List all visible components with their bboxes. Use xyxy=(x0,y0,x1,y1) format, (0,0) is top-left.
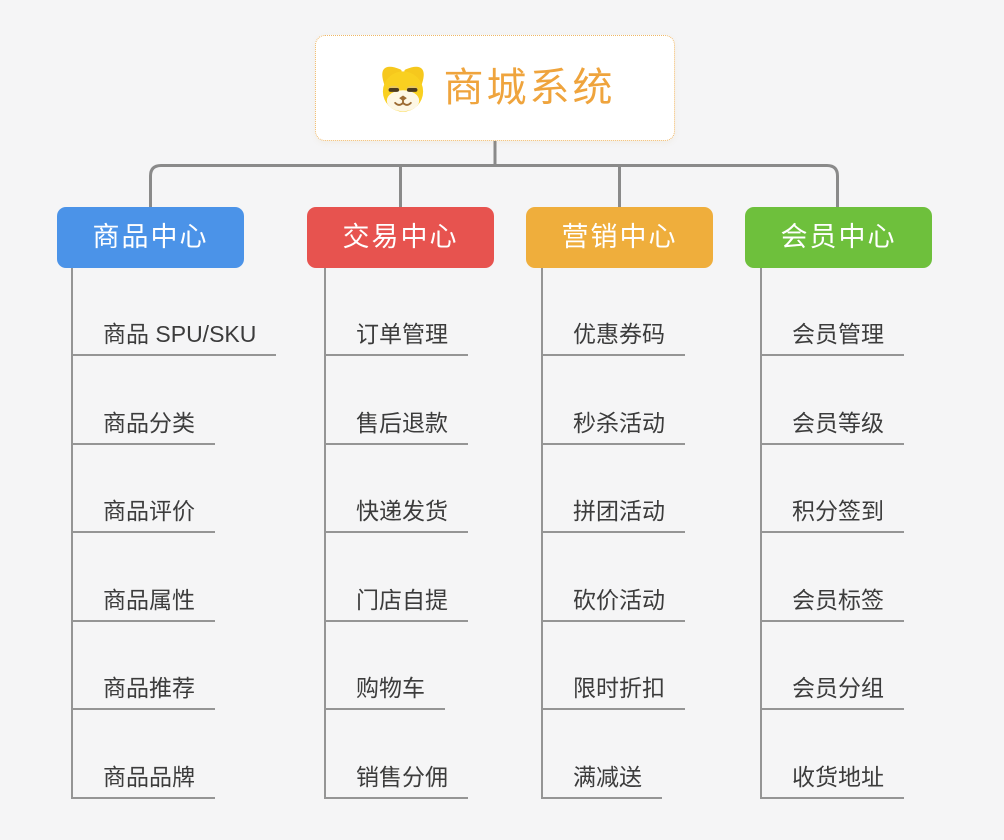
branch-label: 营销中心 xyxy=(561,222,678,252)
leaf-node[interactable]: 会员标签 xyxy=(760,533,904,622)
leaf-node[interactable]: 订单管理 xyxy=(324,268,468,356)
leaf-node[interactable]: 优惠券码 xyxy=(541,268,685,356)
leaf-label: 快递发货 xyxy=(356,498,448,524)
leaf-label: 收货地址 xyxy=(792,763,884,790)
leaf-label: 会员管理 xyxy=(792,321,884,347)
leaf-label: 售后退款 xyxy=(356,409,448,436)
leaf-node[interactable]: 商品 SPU/SKU xyxy=(71,268,277,356)
leaf-node[interactable]: 售后退款 xyxy=(324,356,468,445)
branch-children-member: 会员管理 会员等级 积分签到 会员标签 会员分组 收货地址 xyxy=(760,268,904,799)
branch-children-product: 商品 SPU/SKU 商品分类 商品评价 商品属性 商品推荐 商品品牌 xyxy=(71,268,277,799)
leaf-node[interactable]: 商品推荐 xyxy=(71,622,215,710)
leaf-label: 满减送 xyxy=(573,763,642,790)
leaf-node[interactable]: 销售分佣 xyxy=(324,710,468,799)
branch-node-trade-center[interactable]: 交易中心 xyxy=(307,207,494,268)
leaf-label: 会员等级 xyxy=(792,409,884,436)
leaf-label: 商品推荐 xyxy=(103,675,195,701)
root-node[interactable]: 商城系统 xyxy=(315,35,675,141)
leaf-label: 订单管理 xyxy=(356,321,448,347)
branch-node-member-center[interactable]: 会员中心 xyxy=(745,207,932,268)
dog-icon xyxy=(381,66,424,112)
leaf-node[interactable]: 购物车 xyxy=(324,622,445,710)
branch-node-product-center[interactable]: 商品中心 xyxy=(57,207,244,268)
leaf-label: 拼团活动 xyxy=(573,498,665,524)
leaf-label: 商品分类 xyxy=(103,409,195,436)
leaf-node[interactable]: 商品品牌 xyxy=(71,710,215,799)
leaf-label: 商品品牌 xyxy=(103,763,195,790)
leaf-node[interactable]: 收货地址 xyxy=(760,710,904,799)
leaf-label: 商品 SPU/SKU xyxy=(103,321,257,347)
leaf-node[interactable]: 秒杀活动 xyxy=(541,356,685,445)
leaf-label: 购物车 xyxy=(356,675,425,701)
leaf-label: 秒杀活动 xyxy=(573,409,665,436)
leaf-label: 限时折扣 xyxy=(573,675,665,701)
leaf-node[interactable]: 会员分组 xyxy=(760,622,904,710)
leaf-label: 商品属性 xyxy=(103,586,195,613)
leaf-node[interactable]: 会员管理 xyxy=(760,268,904,356)
leaf-label: 积分签到 xyxy=(792,498,884,524)
leaf-label: 商品评价 xyxy=(103,498,195,524)
leaf-node[interactable]: 商品属性 xyxy=(71,533,215,622)
branch-children-trade: 订单管理 售后退款 快递发货 门店自提 购物车 销售分佣 xyxy=(324,268,468,799)
leaf-label: 会员标签 xyxy=(792,586,884,613)
leaf-node[interactable]: 门店自提 xyxy=(324,533,468,622)
leaf-node[interactable]: 限时折扣 xyxy=(541,622,685,710)
leaf-label: 会员分组 xyxy=(792,675,884,701)
root-title: 商城系统 xyxy=(443,66,616,110)
leaf-label: 优惠券码 xyxy=(573,321,665,347)
leaf-node[interactable]: 商品分类 xyxy=(71,356,215,445)
leaf-label: 销售分佣 xyxy=(356,763,448,790)
leaf-node[interactable]: 商品评价 xyxy=(71,445,215,533)
leaf-node[interactable]: 积分签到 xyxy=(760,445,904,533)
leaf-node[interactable]: 满减送 xyxy=(541,710,662,799)
branch-label: 商品中心 xyxy=(92,222,209,252)
branch-label: 会员中心 xyxy=(780,222,897,252)
branch-label: 交易中心 xyxy=(342,222,459,252)
branch-children-marketing: 优惠券码 秒杀活动 拼团活动 砍价活动 限时折扣 满减送 xyxy=(541,268,685,799)
leaf-node[interactable]: 拼团活动 xyxy=(541,445,685,533)
leaf-node[interactable]: 砍价活动 xyxy=(541,533,685,622)
leaf-node[interactable]: 会员等级 xyxy=(760,356,904,445)
branch-node-marketing-center[interactable]: 营销中心 xyxy=(526,207,713,268)
leaf-label: 砍价活动 xyxy=(573,586,665,613)
leaf-node[interactable]: 快递发货 xyxy=(324,445,468,533)
leaf-label: 门店自提 xyxy=(356,586,448,613)
